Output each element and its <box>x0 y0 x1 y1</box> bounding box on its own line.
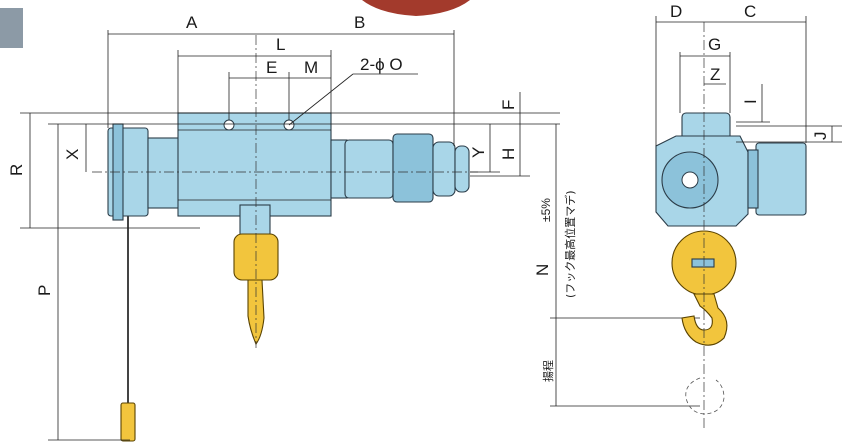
dim-label-r: R <box>7 164 26 176</box>
dim-label-c: C <box>744 2 756 21</box>
dim-label-n: N <box>533 264 552 276</box>
side-hook-lowest <box>685 377 725 415</box>
dim-label-e: E <box>266 58 277 77</box>
drum-body <box>177 112 332 217</box>
side-motor-box <box>755 142 807 216</box>
mount-hole-left <box>223 119 235 131</box>
left-drum-neck <box>147 137 181 209</box>
dim-label-i: I <box>741 99 760 104</box>
tolerance-label: ±5% <box>539 198 553 222</box>
motor-body <box>344 139 394 199</box>
motor-end-cap <box>454 145 470 193</box>
dim-label-b: B <box>354 13 365 32</box>
dim-label-f: F <box>499 100 518 110</box>
side-hook <box>681 293 728 346</box>
dim-label-h: H <box>499 148 518 160</box>
hook-hanger <box>239 204 271 236</box>
front-view: A B L E M 2-ϕ O F R X P <box>7 13 700 442</box>
pendant-switch <box>120 402 136 442</box>
dim-label-g: G <box>708 35 721 54</box>
top-badge <box>362 0 470 16</box>
dim-label-x: X <box>63 149 82 160</box>
side-drum-hub <box>681 171 699 189</box>
motor-fins <box>392 133 434 203</box>
hook-position-note: (フック最高位置マデ) <box>563 190 577 298</box>
dim-label-j: J <box>811 132 830 141</box>
dim-label-l: L <box>276 35 285 54</box>
side-view: D C G Z I J <box>655 2 842 428</box>
side-motor-flange <box>747 149 759 209</box>
dim-label-d: D <box>670 2 682 21</box>
hole-spec-label: 2-ϕ O <box>360 55 403 74</box>
side-sheave-slot <box>691 258 715 268</box>
dim-label-a: A <box>186 13 198 32</box>
dim-label-y: Y <box>469 147 488 158</box>
motor-brake <box>432 141 456 197</box>
dim-label-p: P <box>35 285 54 296</box>
dim-label-z: Z <box>710 65 720 84</box>
dim-label-m: M <box>304 58 318 77</box>
lift-height-label: 揚程 <box>542 360 555 382</box>
corner-tab <box>0 8 23 48</box>
